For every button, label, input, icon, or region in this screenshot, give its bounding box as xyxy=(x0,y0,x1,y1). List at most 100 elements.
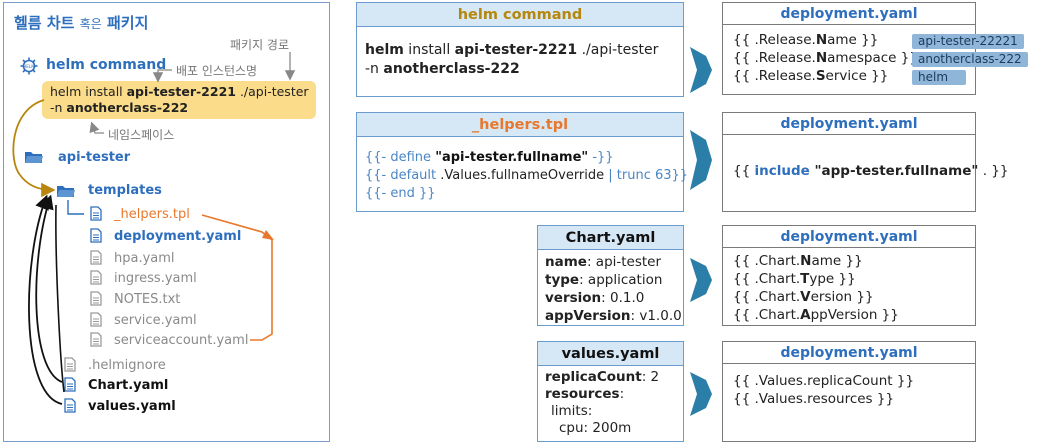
namespace-label: 네임스페이스 xyxy=(108,128,175,142)
chart-structure-title: 헬름 차트 혹은 패키지 xyxy=(14,12,148,33)
title-chart: 헬름 차트 xyxy=(14,14,75,32)
tree-connectors xyxy=(12,52,296,405)
values-key-replica: replicaCount xyxy=(545,369,642,385)
badge-release-name: api-tester-22221 xyxy=(912,34,1024,49)
cmd-namespace: anotherclass-222 xyxy=(66,100,189,115)
chart-key-name: name xyxy=(545,254,587,270)
rel-ns-b: N xyxy=(815,50,828,66)
release-name-label: 배포 인스턴스명 xyxy=(176,64,258,78)
black-curve-1 xyxy=(35,194,63,383)
flow-arrow-2 xyxy=(690,130,712,190)
inc-name: "app-tester.fullname" xyxy=(809,163,979,179)
hc-helm: helm xyxy=(365,42,404,58)
cmd-line-2: -n anotherclass-222 xyxy=(50,100,308,116)
cmd-path: ./api-tester xyxy=(235,84,309,99)
ch-name-a: {{ .Chart. xyxy=(733,253,801,269)
file-icon-notes xyxy=(90,291,102,310)
hc-path: ./api-tester xyxy=(577,42,659,58)
deployment-box-chart-title: deployment.yaml xyxy=(723,226,975,248)
file-icon-service xyxy=(90,312,102,331)
values-row-resources: resources: xyxy=(545,386,676,403)
rel-svc-b: S xyxy=(815,68,826,84)
chart-key-version: version xyxy=(545,290,602,306)
package-path-label: 패키지 경로 xyxy=(230,38,290,52)
deployment-chart-body: {{ .Chart.Name }} {{ .Chart.Type }} {{ .… xyxy=(723,248,975,328)
deployment-box-helpers: deployment.yaml {{ include "app-tester.f… xyxy=(722,112,1008,212)
folder-icon-templates xyxy=(56,184,76,202)
values-key-resources: resources xyxy=(545,386,620,402)
chart-key-appversion: appVersion xyxy=(545,308,631,324)
hl-name: "api-tester.fullname" xyxy=(435,150,589,165)
tree-values: values.yaml xyxy=(88,399,176,414)
deployment-box-release-title: deployment.yaml xyxy=(723,3,975,25)
helm-command-box: helm install api-tester-2221 ./api-teste… xyxy=(42,81,316,119)
chart-version-ref: {{ .Chart.Version }} xyxy=(733,288,965,306)
badge-service: helm xyxy=(912,70,966,85)
folder-icon-root xyxy=(24,150,44,168)
file-icon-helpers xyxy=(90,206,102,225)
helpers-panel-title: _helpers.tpl xyxy=(357,113,683,137)
hc-namespace: anotherclass-222 xyxy=(383,61,520,77)
values-yaml-panel: values.yaml replicaCount: 2 resources: l… xyxy=(537,341,684,442)
flow-arrow-1 xyxy=(690,47,712,93)
hl-close: -}} xyxy=(588,150,614,165)
title-package: 패키지 xyxy=(107,14,149,32)
helpers-panel-body: {{- define "api-tester.fullname" -}} {{-… xyxy=(357,137,688,207)
pointer-release-name xyxy=(152,69,172,83)
hl-define: {{- define xyxy=(365,150,436,165)
ch-app-c: ppVersion }} xyxy=(810,307,899,323)
helm-icon-text: HELM xyxy=(23,64,35,69)
deployment-box-chart: deployment.yaml {{ .Chart.Name }} {{ .Ch… xyxy=(722,225,976,326)
helm-command-panel-title: helm command xyxy=(357,3,683,27)
file-icon-ingress xyxy=(90,270,102,289)
hc-install: install xyxy=(403,42,455,58)
file-icon-deployment xyxy=(90,228,102,247)
cmd-flag: -n xyxy=(50,100,67,115)
tree-helmignore: .helmignore xyxy=(88,358,166,373)
chart-appversion-ref: {{ .Chart.AppVersion }} xyxy=(733,306,965,324)
helm-command-line-1: helm install api-tester-2221 ./api-teste… xyxy=(365,41,675,60)
tree-hpa: hpa.yaml xyxy=(114,251,175,266)
tree-notes: NOTES.txt xyxy=(114,292,181,307)
orange-bracket xyxy=(201,214,273,341)
values-replica-ref: {{ .Values.replicaCount }} xyxy=(733,373,915,389)
badge-namespace: anotherclass-222 xyxy=(912,52,1028,67)
black-curve-3 xyxy=(55,204,65,393)
ch-type-b: T xyxy=(800,271,810,287)
ch-name-b: N xyxy=(800,253,812,269)
deployment-box-values: deployment.yaml {{ .Values.replicaCount … xyxy=(722,341,976,442)
rel-name-a: {{ .Release. xyxy=(733,32,816,48)
rel-svc-a: {{ .Release. xyxy=(733,68,816,84)
file-icon-hpa xyxy=(90,250,102,269)
values-val-replica: : 2 xyxy=(641,369,660,385)
file-icon-serviceaccount xyxy=(90,332,102,351)
chart-val-appversion: : v1.0.0 xyxy=(630,308,682,324)
tree-deployment: deployment.yaml xyxy=(114,229,242,244)
ch-app-a: {{ .Chart. xyxy=(733,307,801,323)
deployment-values-body: {{ .Values.replicaCount }} {{ .Values.re… xyxy=(723,364,975,416)
values-row-cpu: cpu: 200m xyxy=(559,420,632,436)
hl-override: .Values.fullnameOverride xyxy=(440,168,605,183)
chart-key-type: type xyxy=(545,272,580,288)
orange-arrow-head xyxy=(262,230,274,240)
inc-open: {{ xyxy=(733,163,755,179)
tree-line-templates xyxy=(67,200,84,215)
gold-connector xyxy=(12,99,56,198)
ch-ver-a: {{ .Chart. xyxy=(733,289,801,305)
chart-yaml-panel-title: Chart.yaml xyxy=(538,226,683,250)
chart-row-appversion: appVersion: v1.0.0 xyxy=(545,307,682,325)
tree-templates: templates xyxy=(88,183,162,198)
file-icon-chart xyxy=(64,377,76,396)
helpers-line-1: {{- define "api-tester.fullname" -}} xyxy=(365,149,675,167)
release-namespace-ref: {{ .Release.Namespace }} xyxy=(733,49,965,67)
rel-name-b: N xyxy=(815,32,828,48)
title-or: 혹은 xyxy=(79,17,102,31)
chart-row-version: version: 0.1.0 xyxy=(545,289,676,307)
hl-trunc: | trunc 63}} xyxy=(604,168,689,183)
helm-command-panel: helm command helm install api-tester-222… xyxy=(356,2,684,97)
chart-yaml-panel: Chart.yaml name: api-tester type: applic… xyxy=(537,225,684,326)
flow-arrow-3 xyxy=(690,258,712,302)
values-row-limits: limits: xyxy=(551,403,593,419)
deployment-release-body: {{ .Release.Name }} {{ .Release.Namespac… xyxy=(723,25,975,91)
flow-arrows xyxy=(690,47,712,416)
